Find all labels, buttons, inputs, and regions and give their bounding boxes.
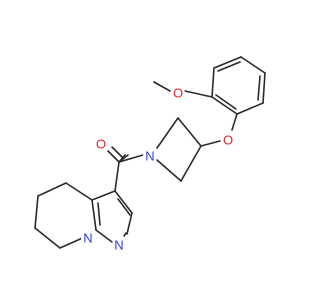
azetidine-nitrogen-label: N xyxy=(145,149,154,164)
bond-benzene xyxy=(262,72,266,104)
bond-n-carbonyl xyxy=(118,154,144,163)
bond-azetidine xyxy=(156,159,182,182)
bond-azetidine xyxy=(177,117,202,147)
bond-ether-o-azetidine xyxy=(200,140,221,147)
bond-benzene xyxy=(211,96,238,115)
carbonyl-oxygen-label: O xyxy=(96,137,106,152)
atom-labels: O O O N N N xyxy=(81,86,235,253)
bond-azetidine xyxy=(156,117,179,149)
bond-piperidine xyxy=(37,182,67,197)
bond-benzene xyxy=(240,56,266,74)
bond-pyrazole xyxy=(95,229,113,243)
bond-piperidine xyxy=(65,182,93,201)
bond-pyrazole-double xyxy=(97,202,101,226)
bond-pyrazole-double xyxy=(123,232,127,237)
bond-carbonyl-o-double xyxy=(111,146,124,159)
pyrazole-nitrogen-2-label: N xyxy=(114,238,123,253)
bond-pyrazole xyxy=(114,190,133,214)
bond-pyrazole-double xyxy=(117,198,131,216)
bond-azetidine xyxy=(180,145,202,182)
bond-benzene xyxy=(236,102,264,115)
bond-piperidine xyxy=(34,195,39,229)
bond-benzene-double xyxy=(257,75,261,101)
bond-pyrazole xyxy=(91,190,116,201)
bond-o-ring xyxy=(184,90,213,98)
bond-benzene-double xyxy=(217,61,241,72)
bond-carbonyl-o xyxy=(107,150,120,163)
bond-pyrazole xyxy=(91,199,97,231)
bonds xyxy=(34,56,266,249)
bond-benzene xyxy=(213,56,242,69)
bond-carbonyl-pyrazole xyxy=(114,161,120,192)
pyrazole-nitrogen-2: N xyxy=(112,238,126,253)
bond-benzene-double xyxy=(215,94,237,110)
bond-pyrazole xyxy=(126,212,133,235)
molecule-structure: O O O N N N xyxy=(34,56,266,253)
bond-benzene xyxy=(211,67,215,98)
methoxy-oxygen-label: O xyxy=(173,86,183,101)
bond-ring-ether-o xyxy=(231,113,238,131)
bond-carbonyl xyxy=(118,154,126,163)
azetidine-nitrogen: N xyxy=(143,149,157,164)
ether-oxygen-label: O xyxy=(223,133,233,148)
pyrazole-nitrogen-1: N xyxy=(81,231,95,246)
ether-oxygen: O xyxy=(221,133,235,148)
pyrazole-nitrogen-1-label: N xyxy=(83,231,92,246)
methoxy-oxygen: O xyxy=(171,86,185,101)
bond-piperidine xyxy=(34,227,61,249)
bond-methyl-o xyxy=(153,81,171,92)
carbonyl-oxygen: O xyxy=(94,137,108,152)
